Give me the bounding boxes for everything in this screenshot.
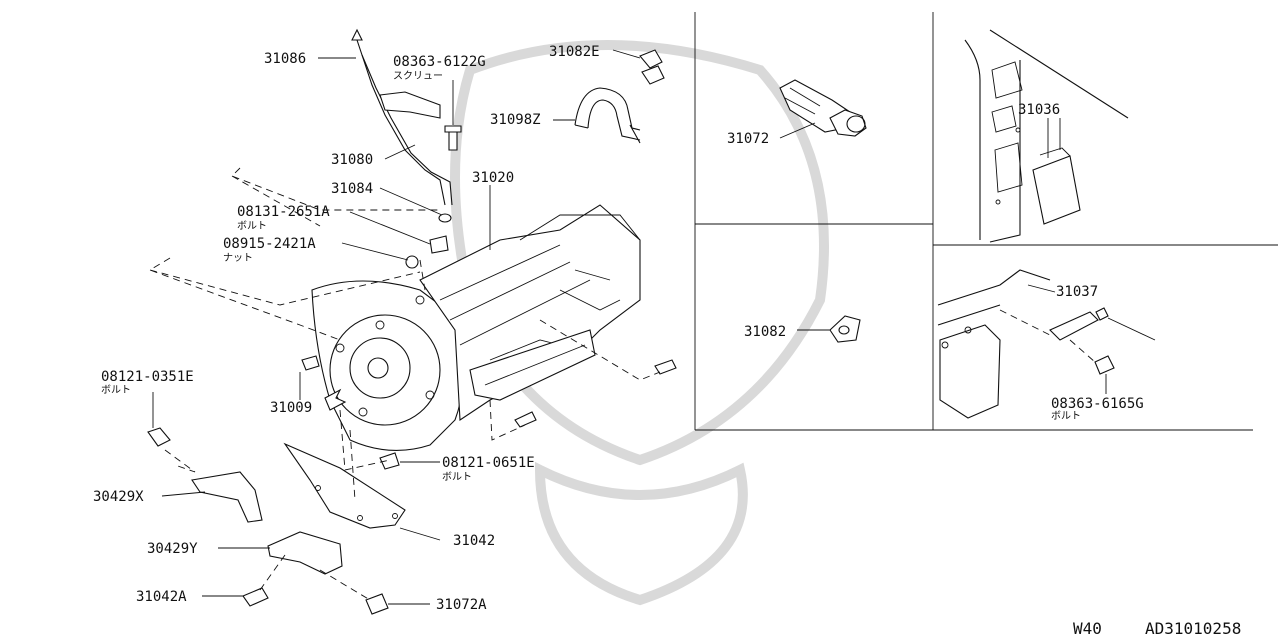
panel-31036: [964, 29, 1129, 243]
label-08131-2651A: 08131-2651A: [237, 204, 330, 220]
transmission-assembly: [301, 204, 677, 470]
dipstick-group: [351, 28, 462, 269]
diagram-footer: W40 AD31010258: [1073, 619, 1241, 638]
label-30429Y: 30429Y: [147, 541, 198, 557]
hose-and-clip: [574, 49, 665, 144]
label-31037: 31037: [1056, 284, 1098, 300]
label-31072: 31072: [727, 131, 769, 147]
part-labels: 31086 08363-6122G スクリュー 31082E 31098Z 31…: [93, 44, 1144, 613]
lower-brackets: [147, 388, 406, 615]
label-08363-6165G: 08363-6165G: [1051, 396, 1144, 412]
panel-31082: [797, 315, 861, 343]
diagram-code: AD31010258: [1145, 619, 1241, 638]
model-code: W40: [1073, 619, 1102, 638]
label-08363-6122G: 08363-6122G: [393, 54, 486, 70]
label-31042: 31042: [453, 533, 495, 549]
label-31072A: 31072A: [436, 597, 487, 613]
label-08363-6122G-sub: スクリュー: [393, 70, 443, 82]
label-31082E: 31082E: [549, 44, 600, 60]
label-08363-6165G-sub: ボルト: [1051, 410, 1081, 422]
label-31009: 31009: [270, 400, 312, 416]
label-31082: 31082: [744, 324, 786, 340]
panel-31037: [937, 269, 1156, 419]
label-08915-2421A-sub: ナット: [223, 252, 253, 264]
label-08915-2421A: 08915-2421A: [223, 236, 316, 252]
panel-frames: [694, 12, 1278, 431]
dashed-guides: [148, 167, 661, 601]
label-31042A: 31042A: [136, 589, 187, 605]
label-08121-0651E: 08121-0651E: [442, 455, 535, 471]
label-31084: 31084: [331, 181, 373, 197]
label-31020: 31020: [472, 170, 514, 186]
label-08131-2651A-sub: ボルト: [237, 220, 267, 232]
label-31080: 31080: [331, 152, 373, 168]
panel-31072: [779, 79, 867, 139]
label-31098Z: 31098Z: [490, 112, 541, 128]
label-31086: 31086: [264, 51, 306, 67]
label-08121-0351E: 08121-0351E: [101, 369, 194, 385]
label-30429X: 30429X: [93, 489, 144, 505]
label-31036: 31036: [1018, 102, 1060, 118]
label-08121-0651E-sub: ボルト: [442, 471, 472, 483]
label-08121-0351E-sub: ボルト: [101, 384, 131, 396]
leader-lines-main: [152, 49, 641, 605]
